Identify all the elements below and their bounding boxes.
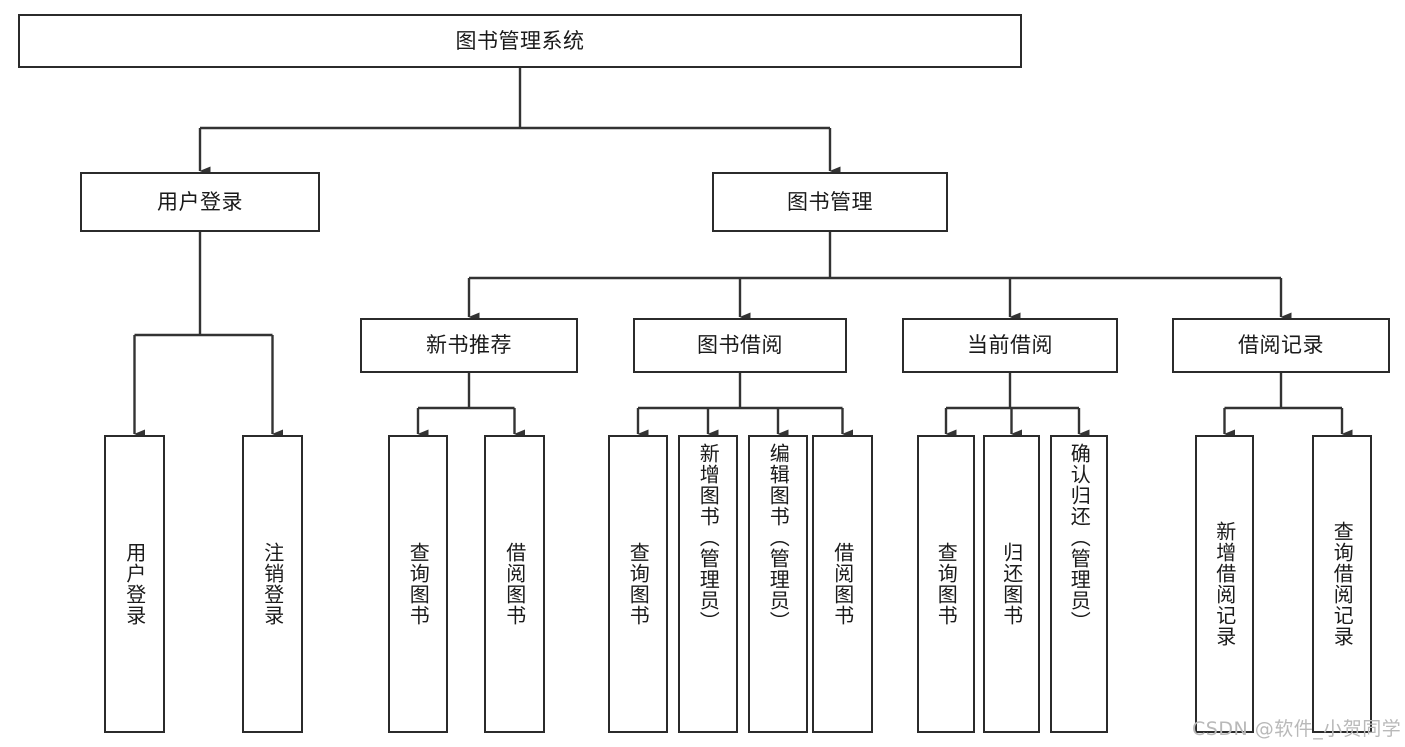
- node-root[interactable]: 图书管理系统: [18, 14, 1022, 68]
- node-leaf-user-logout[interactable]: 注销登录: [242, 435, 303, 733]
- node-user-login[interactable]: 用户登录: [80, 172, 320, 232]
- node-user-login-label: 用户登录: [157, 189, 243, 214]
- node-book-borrow[interactable]: 图书借阅: [633, 318, 847, 373]
- node-borrow-record[interactable]: 借阅记录: [1172, 318, 1390, 373]
- node-leaf-return-book-label: 归还图书: [999, 542, 1024, 626]
- node-leaf-edit-book-admin-label: 编辑图书（管理员）: [766, 443, 791, 632]
- node-leaf-confirm-return-admin-label: 确认归还（管理员）: [1067, 443, 1092, 632]
- node-leaf-query-borrow-record-label: 查询借阅记录: [1330, 521, 1355, 647]
- node-leaf-borrow-book-1-label: 借阅图书: [502, 542, 527, 626]
- watermark: CSDN @软件_小贺同学: [1192, 718, 1402, 740]
- node-leaf-user-logout-label: 注销登录: [260, 542, 285, 626]
- node-leaf-query-book-1-label: 查询图书: [406, 542, 431, 626]
- node-leaf-query-book-3[interactable]: 查询图书: [917, 435, 975, 733]
- node-borrow-record-label: 借阅记录: [1238, 333, 1324, 358]
- node-book-borrow-label: 图书借阅: [697, 333, 783, 358]
- node-leaf-return-book[interactable]: 归还图书: [983, 435, 1040, 733]
- node-leaf-edit-book-admin[interactable]: 编辑图书（管理员）: [748, 435, 808, 733]
- node-leaf-add-book-admin-label: 新增图书（管理员）: [696, 443, 721, 632]
- node-book-management[interactable]: 图书管理: [712, 172, 948, 232]
- node-leaf-add-borrow-record[interactable]: 新增借阅记录: [1195, 435, 1254, 733]
- node-leaf-query-borrow-record[interactable]: 查询借阅记录: [1312, 435, 1372, 733]
- node-leaf-borrow-book-2-label: 借阅图书: [830, 542, 855, 626]
- node-leaf-add-borrow-record-label: 新增借阅记录: [1212, 521, 1237, 647]
- node-new-book-recommend-label: 新书推荐: [426, 333, 512, 358]
- node-root-label: 图书管理系统: [455, 28, 585, 53]
- node-leaf-query-book-2-label: 查询图书: [626, 542, 651, 626]
- node-leaf-user-login-label: 用户登录: [122, 542, 147, 626]
- node-leaf-add-book-admin[interactable]: 新增图书（管理员）: [678, 435, 738, 733]
- node-new-book-recommend[interactable]: 新书推荐: [360, 318, 578, 373]
- node-book-management-label: 图书管理: [787, 189, 873, 214]
- node-leaf-borrow-book-1[interactable]: 借阅图书: [484, 435, 545, 733]
- node-leaf-borrow-book-2[interactable]: 借阅图书: [812, 435, 873, 733]
- node-leaf-user-login[interactable]: 用户登录: [104, 435, 165, 733]
- node-leaf-query-book-1[interactable]: 查询图书: [388, 435, 448, 733]
- node-current-borrow[interactable]: 当前借阅: [902, 318, 1118, 373]
- node-leaf-confirm-return-admin[interactable]: 确认归还（管理员）: [1050, 435, 1108, 733]
- node-leaf-query-book-2[interactable]: 查询图书: [608, 435, 668, 733]
- node-leaf-query-book-3-label: 查询图书: [934, 542, 959, 626]
- node-current-borrow-label: 当前借阅: [967, 333, 1053, 358]
- connector-lines: [133, 68, 1353, 439]
